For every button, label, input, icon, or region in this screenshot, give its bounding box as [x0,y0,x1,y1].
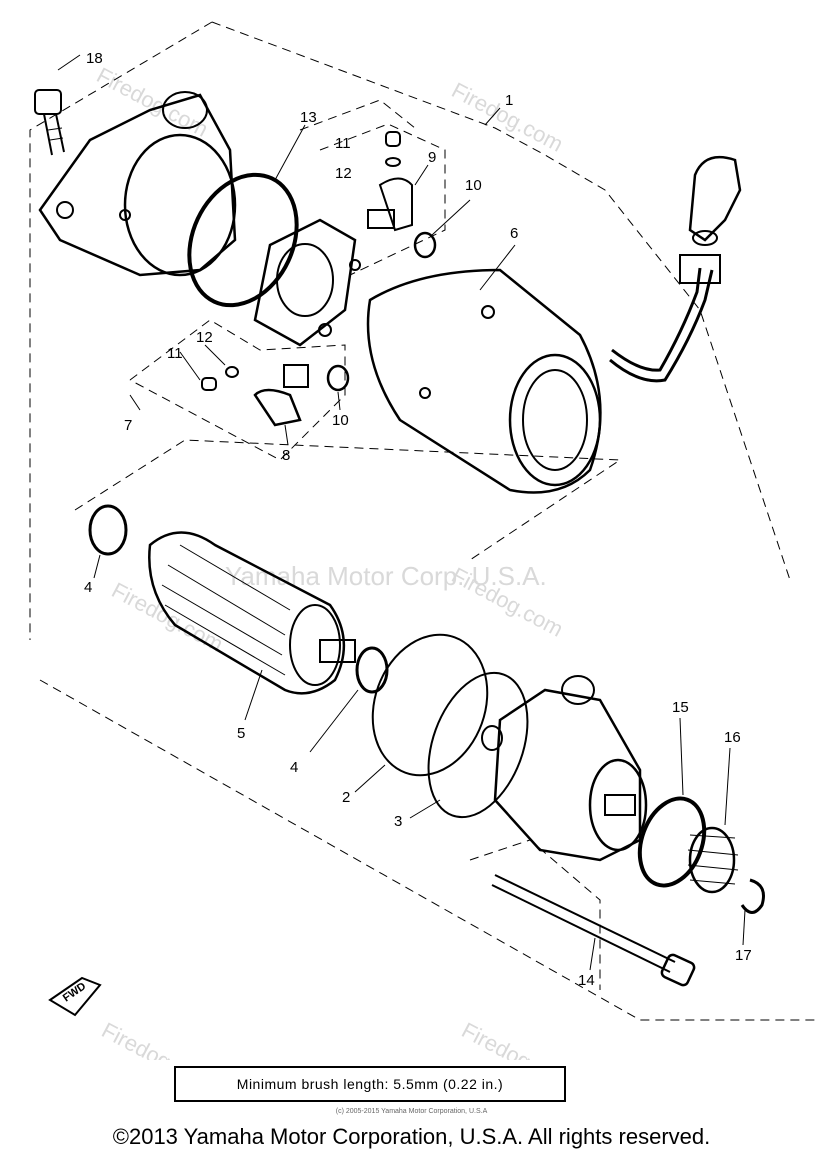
fwd-arrow-icon: FWD [48,976,102,1017]
label-12-bottom: 12 [196,329,213,346]
label-9: 9 [428,149,436,166]
lead-wire [609,155,742,383]
gear-16 [687,747,739,894]
label-6: 6 [510,225,518,242]
plate-3 [427,671,529,819]
label-10-bottom: 10 [332,412,349,429]
brush-9 [367,164,429,232]
o-ring-13 [187,172,299,308]
watermarks: Firedog.com Firedog.com Firedog.com Fire… [93,62,578,1060]
yoke-6 [366,244,602,494]
circlip-17 [740,878,765,914]
o-ring-2 [371,633,489,777]
label-4-right: 4 [290,759,298,776]
label-8: 8 [282,447,290,464]
label-4-left: 4 [84,579,92,596]
label-11-bottom: 11 [167,345,183,362]
brush-length-note: Minimum brush length: 5.5mm (0.22 in.) [174,1066,566,1102]
copyright-footer: ©2013 Yamaha Motor Corporation, U.S.A. A… [112,1124,711,1149]
label-7: 7 [124,417,132,434]
label-14: 14 [578,972,595,989]
screw-11-bottom [201,377,217,391]
small-copyright: (c) 2005-2015 Yamaha Motor Corporation, … [335,1108,488,1115]
front-cover [481,675,648,862]
label-17: 17 [735,947,752,964]
starter-motor-diagram: Firedog.com Firedog.com Firedog.com Fire… [29,21,820,1060]
label-3: 3 [394,813,402,830]
brush-plate [253,218,361,347]
o-ring-15 [637,796,707,888]
label-18: 18 [86,50,103,67]
label-10-top: 10 [465,177,482,194]
watermark-brand: Firedog.com [98,1017,218,1060]
washer-12-top [385,157,401,167]
watermark-brand: Firedog.com [458,1017,578,1060]
screw-11-top [385,131,401,147]
label-1: 1 [505,92,513,109]
through-bolt-14 [491,874,696,987]
washer-12-bottom [225,366,239,378]
label-15: 15 [672,699,689,716]
label-13: 13 [300,109,317,126]
rear-cover [38,91,237,277]
fwd-label: FWD [61,980,88,1004]
label-12-top: 12 [335,165,352,182]
label-11-top: 11 [335,135,351,152]
armature-5 [148,531,356,721]
bolt-18 [34,54,81,156]
label-2: 2 [342,789,350,806]
grommet-10-bottom [326,364,350,392]
note-text: Minimum brush length: 5.5mm (0.22 in.) [236,1076,504,1092]
part-number-labels: 18 1 13 11 12 9 10 6 12 11 7 10 8 4 5 4 … [84,50,752,989]
label-16: 16 [724,729,741,746]
watermark-center: Yamaha Motor Corp. U.S.A. [225,561,547,591]
brush-8 [253,364,309,446]
label-5: 5 [237,725,245,742]
assembly-outlines [29,21,820,1021]
washer-4-right [355,646,389,694]
washer-4-left [88,504,128,556]
grommet-10-top [413,231,437,259]
